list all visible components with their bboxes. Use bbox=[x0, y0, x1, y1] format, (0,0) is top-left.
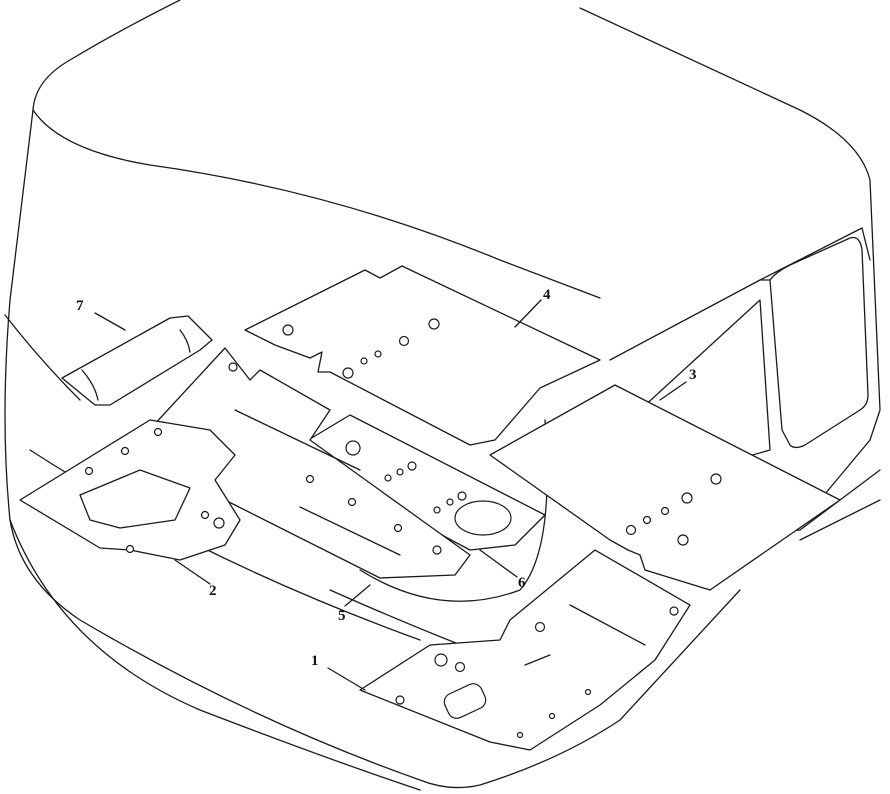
part-7-panel bbox=[61, 315, 213, 406]
callout-3: 3 bbox=[689, 367, 697, 383]
callout-5: 5 bbox=[338, 608, 346, 624]
callout-2: 2 bbox=[209, 583, 217, 599]
leader-lines bbox=[94, 299, 687, 691]
part-3-panel bbox=[489, 384, 841, 591]
callout-4: 4 bbox=[543, 287, 551, 303]
part-6-panel bbox=[299, 414, 546, 551]
part-4-panel bbox=[244, 265, 601, 446]
part-2-panel bbox=[19, 419, 241, 561]
part-5-panel bbox=[139, 347, 471, 579]
callout-6: 6 bbox=[518, 575, 526, 591]
callout-1: 1 bbox=[311, 653, 319, 669]
callout-7: 7 bbox=[76, 298, 84, 314]
part-1-panel bbox=[359, 549, 691, 751]
